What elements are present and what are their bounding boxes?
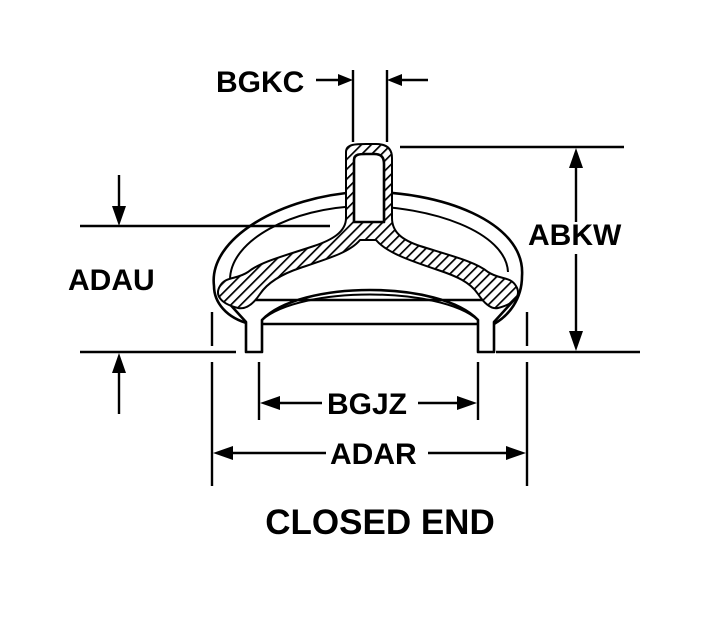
dim-left-height: ADAU bbox=[68, 175, 330, 414]
label-outer-width: ADAR bbox=[330, 438, 417, 471]
cap-part bbox=[212, 143, 524, 354]
label-left-height: ADAU bbox=[68, 264, 155, 297]
label-overall-height: ABKW bbox=[528, 219, 622, 252]
label-top-gap: BGKC bbox=[216, 66, 304, 99]
dim-inner-width: BGJZ bbox=[257, 362, 480, 421]
arch-line bbox=[261, 293, 479, 321]
dim-overall-height: ABKW bbox=[400, 145, 640, 354]
label-inner-width: BGJZ bbox=[327, 388, 407, 421]
dim-outer-width: ADAR bbox=[210, 312, 529, 486]
dim-top-gap: BGKC bbox=[216, 66, 428, 142]
wall-section bbox=[217, 143, 519, 310]
caption: CLOSED END bbox=[265, 503, 494, 542]
stem-cavity bbox=[352, 152, 386, 224]
